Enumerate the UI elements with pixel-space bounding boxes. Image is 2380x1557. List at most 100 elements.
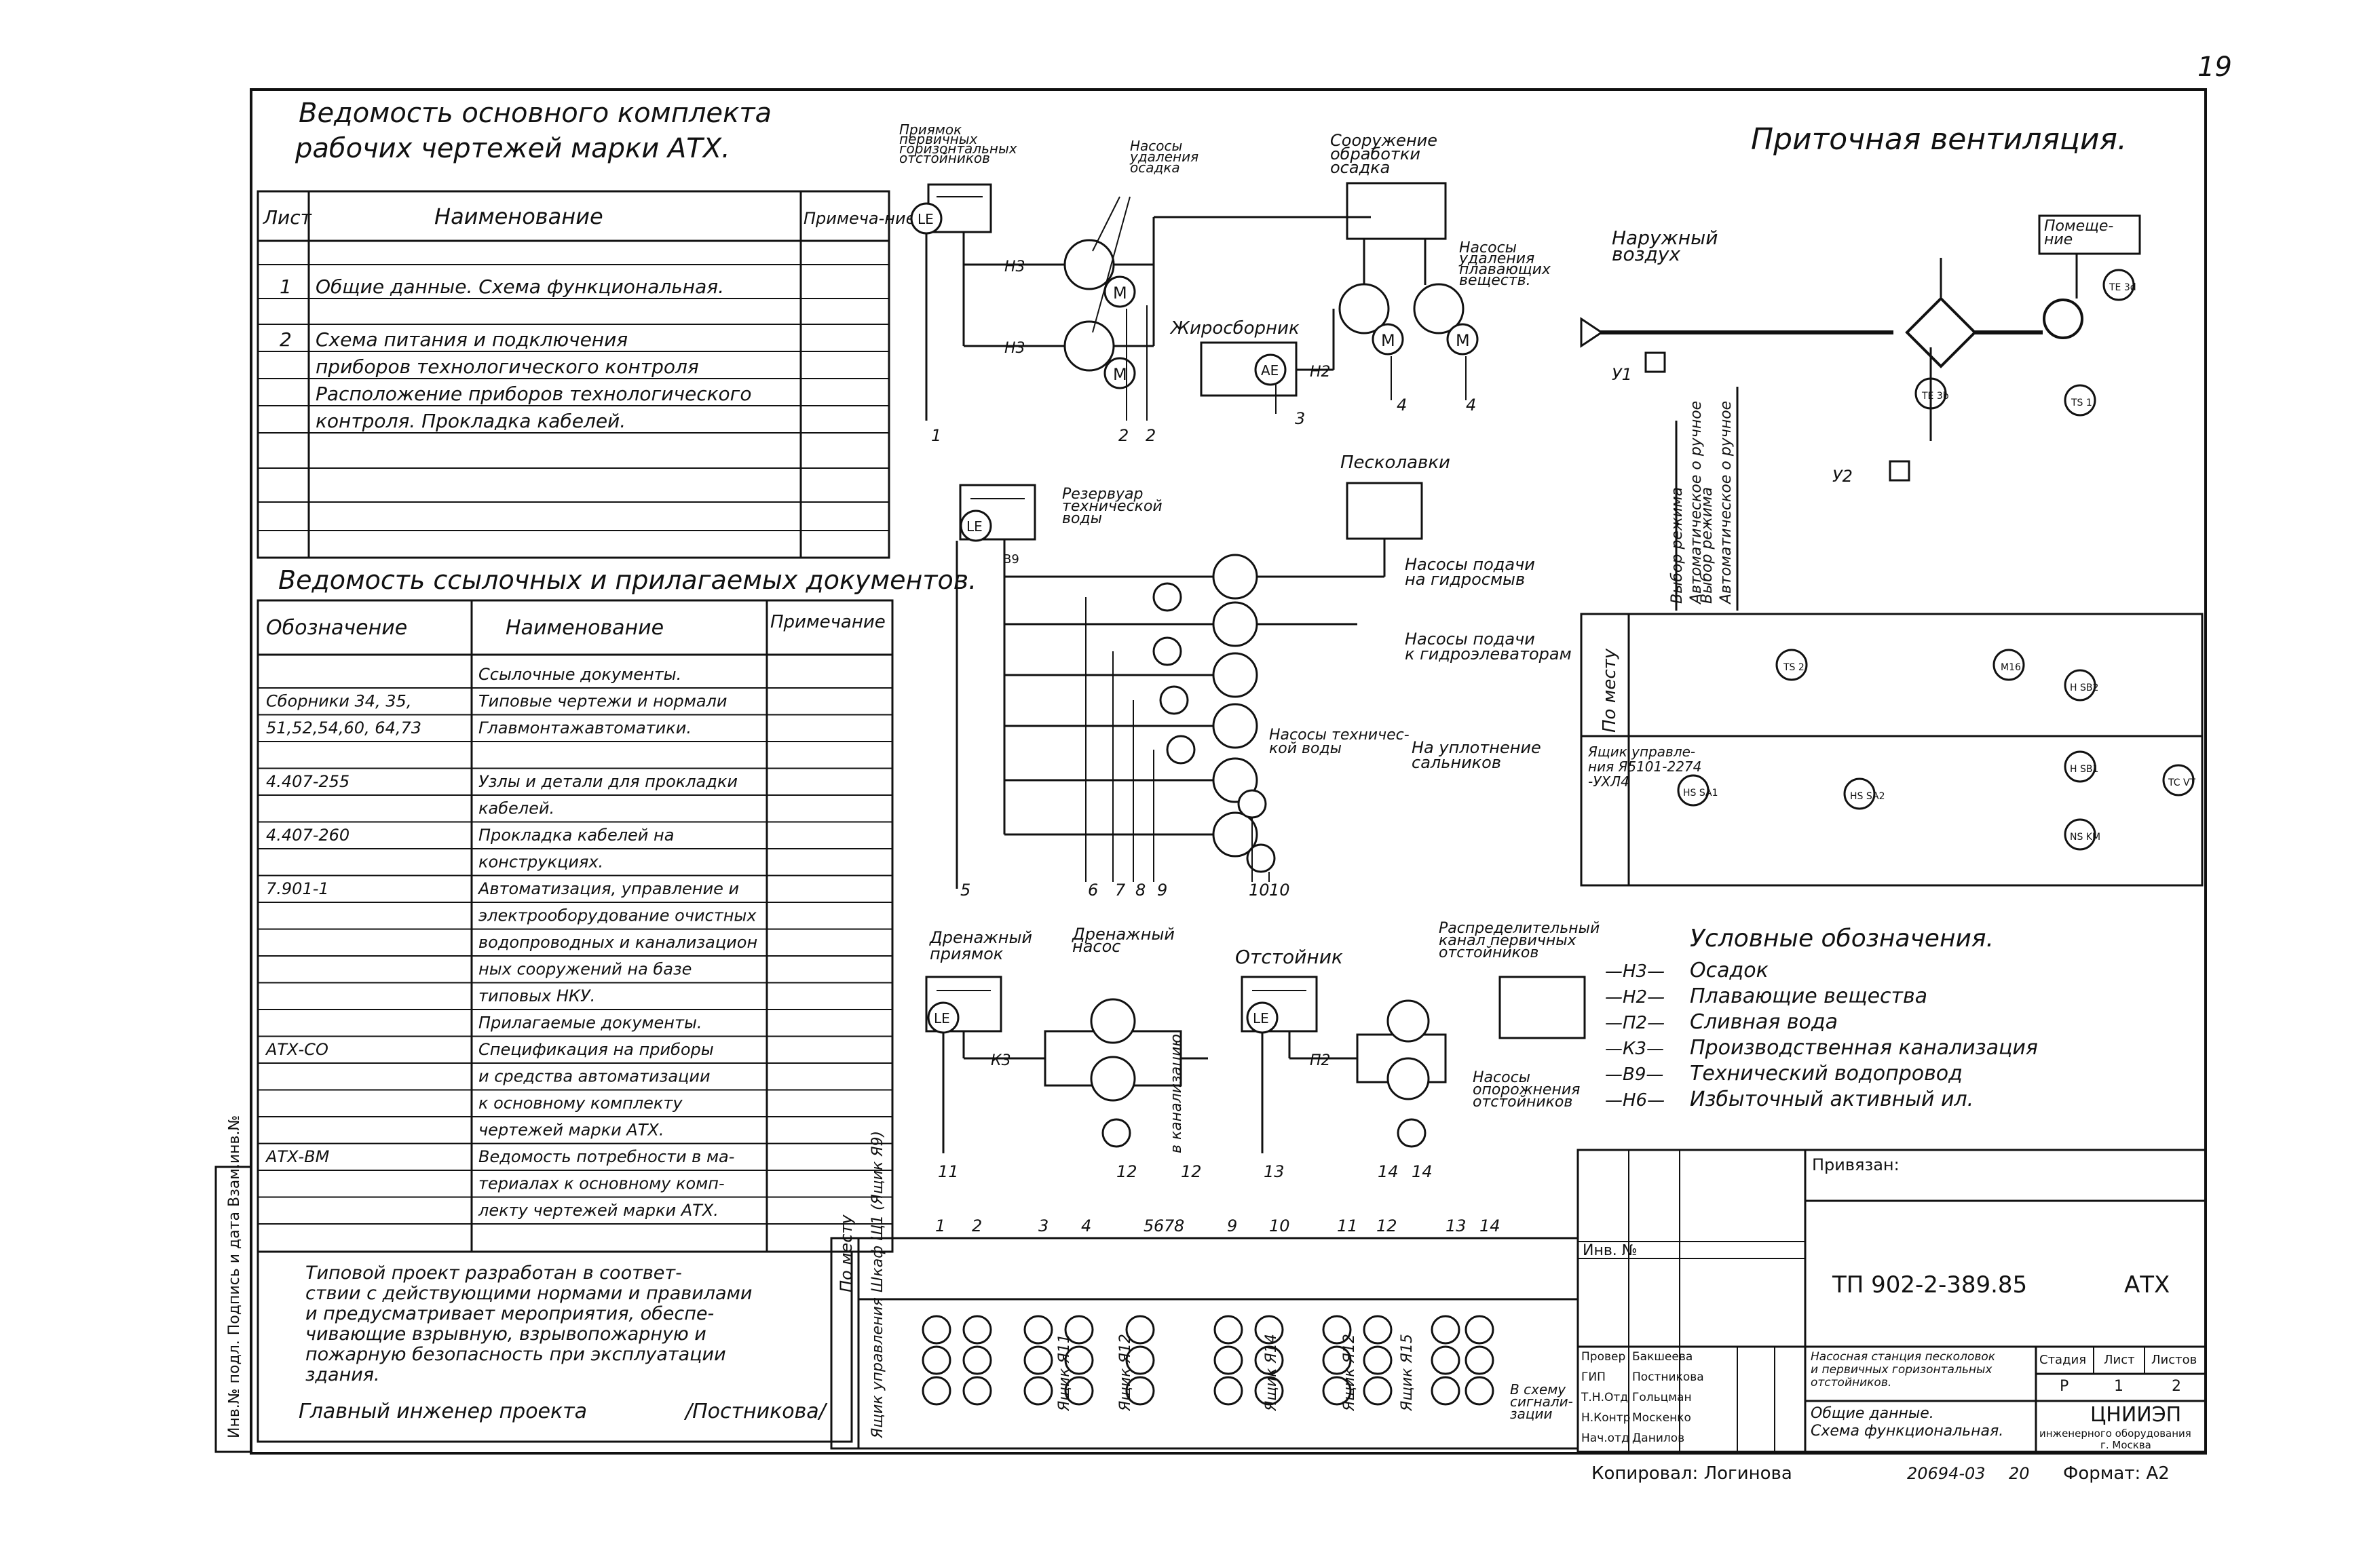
wire-number: 10 <box>1269 881 1290 900</box>
instrument-circle <box>1213 1315 1243 1345</box>
sludge-pumps-label-1: удаления <box>1129 149 1198 165</box>
priyamok-label-1: первичных <box>899 131 978 147</box>
ref-code: 4.407-260 <box>266 826 350 845</box>
cab-number: 2 <box>972 1216 982 1235</box>
wire-number: 9 <box>1157 881 1167 900</box>
treatment-label-2: осадка <box>1330 158 1390 177</box>
note-block: Типовой проект разработан в соответ-стви… <box>257 1250 853 1443</box>
legend-title: Условные обозначения. <box>1690 925 1994 953</box>
empty-pumps-label-0: Насосы <box>1473 1069 1530 1086</box>
person-name: Данилов <box>1632 1431 1684 1445</box>
ref-name: конструкциях. <box>478 853 603 872</box>
vent-instrument: TS 2 <box>1783 662 1805 673</box>
motor: М <box>1456 331 1470 350</box>
to-alarm-label-0: В схему <box>1510 1381 1566 1398</box>
wire-number: 3 <box>1295 409 1305 428</box>
sludge-pumps-label-2: осадка <box>1130 159 1180 176</box>
chief-label: Главный инженер проекта <box>299 1400 587 1423</box>
ref-docs-title: Ведомость ссылочных и прилагаемых докуме… <box>278 565 977 595</box>
to-alarm-label-1: сигнали- <box>1510 1393 1573 1410</box>
wire-number: 6 <box>1088 881 1098 900</box>
drain-pump-label-1: насос <box>1072 937 1120 956</box>
instrument-circle <box>1125 1376 1155 1406</box>
org: ЦНИИЭП <box>2090 1403 2181 1427</box>
priyamok-label-2: горизонтальных <box>899 140 1017 157</box>
note-line-3: чивающие взрывную, взрывопожарную и <box>305 1324 706 1345</box>
vent-box-label-1: ния Я5101-2274 <box>1588 758 1701 775</box>
vent-instrument: H SB2 <box>2070 683 2098 693</box>
person-role: Т.Н.Отд <box>1581 1391 1628 1404</box>
channel-box <box>1498 976 1586 1039</box>
instrument-circle <box>1064 1315 1094 1345</box>
vent-instrument: TS 1 <box>2071 398 2092 408</box>
main-set-title-1: Ведомость основного комплекта <box>299 98 772 129</box>
instrument-circle <box>1465 1315 1494 1345</box>
chief-name: /Постникова/ <box>683 1400 828 1423</box>
vent-instrument: HS SA2 <box>1850 791 1885 802</box>
vent-local: По месту <box>1600 648 1620 733</box>
pumps-tech-label-0: Насосы техничес- <box>1269 727 1410 744</box>
note-line-0: Типовой проект разработан в соответ- <box>305 1263 682 1284</box>
inv-no: Инв. № <box>1583 1242 1638 1259</box>
wire-number: 4 <box>1466 396 1476 415</box>
to-alarm-label-2: зации <box>1510 1406 1553 1422</box>
drain-pump-label-0: Дренажный <box>1072 925 1175 944</box>
instrument-circle <box>922 1345 951 1375</box>
wire-number: 7 <box>1115 881 1126 900</box>
le-1: LE <box>918 211 934 227</box>
to-sewer: в канализацию <box>1168 1034 1185 1153</box>
person-name: Гольцман <box>1632 1391 1692 1404</box>
ref-name: водопроводных и канализацион <box>478 933 757 952</box>
row2-line3: Расположение приборов технологического <box>316 383 752 405</box>
settler-label: Отстойник <box>1235 946 1343 968</box>
pumps-hydro-label-0: Насосы подачи <box>1405 555 1535 574</box>
copied-by: Копировал: Логинова <box>1591 1463 1792 1484</box>
privyazan: Привязан: <box>1812 1155 1900 1174</box>
priyamok-label-0: Приямок <box>899 121 962 138</box>
ref-code: 7.901-1 <box>266 879 329 898</box>
note-line-1: ствии с действующими нормами и правилами <box>305 1283 752 1304</box>
instrument-circle <box>1023 1315 1053 1345</box>
line-p2: П2 <box>1310 1052 1331 1069</box>
legend-text: Осадок <box>1690 959 1769 982</box>
vent-title: Приточная вентиляция. <box>1751 122 2127 157</box>
cab-number: 14 <box>1479 1216 1500 1235</box>
ref-code: АТХ-СО <box>265 1040 328 1059</box>
float-pumps-label-0: Насосы <box>1459 239 1517 256</box>
sheets: 2 <box>2172 1378 2181 1395</box>
project-code: ТП 902-2-389.85 <box>1832 1271 2027 1299</box>
sand-washers-box <box>1346 482 1423 540</box>
vent-box-label-0: Ящик управле- <box>1587 744 1695 760</box>
person-role: Провер <box>1581 1350 1625 1364</box>
seal-label-0: На уплотнение <box>1412 738 1541 757</box>
seal-label-1: сальников <box>1412 753 1501 772</box>
instrument-circle <box>1363 1376 1393 1406</box>
line-v9: В9 <box>1003 552 1019 566</box>
line-n3-b: Н3 <box>1004 340 1025 357</box>
line-n2: Н2 <box>1310 364 1331 381</box>
side-stamp-box <box>214 1166 252 1453</box>
vent-mode: Автоматическое о ручное <box>1688 401 1705 605</box>
line-k3: К3 <box>991 1052 1011 1069</box>
ae-1: AE <box>1261 362 1279 379</box>
wire-number: 12 <box>1116 1162 1137 1181</box>
instrument-circle <box>922 1376 951 1406</box>
u2: У2 <box>1832 467 1853 486</box>
pumps-hydro-label-1: на гидросмыв <box>1405 570 1525 589</box>
format: Формат: А2 <box>2063 1463 2170 1484</box>
note-line-4: пожарную безопасность при эксплуатации <box>305 1344 726 1365</box>
ref-name: Прокладка кабелей на <box>478 826 674 845</box>
instrument-circle <box>1322 1345 1352 1375</box>
empty-pumps-label-1: опорожнения <box>1473 1081 1580 1098</box>
vent-instrument: TE 3b <box>1921 391 1949 402</box>
object-name-0: Насосная станция песколовок <box>1811 1350 1996 1364</box>
cab-number: 13 <box>1446 1216 1467 1235</box>
cab-number: 1 <box>935 1216 945 1235</box>
person-role: Нач.отд <box>1581 1431 1629 1445</box>
pumps-elev-label-0: Насосы подачи <box>1405 630 1535 649</box>
channel-label-0: Распределительный <box>1439 920 1600 937</box>
channel-label-1: канал первичных <box>1439 932 1577 949</box>
cab-box-main: Ящик управления Шкаф Щ1 (Ящик Я9) <box>869 1131 886 1439</box>
cab-number: 7 <box>1164 1216 1175 1235</box>
row2-sheet: 2 <box>280 328 292 351</box>
